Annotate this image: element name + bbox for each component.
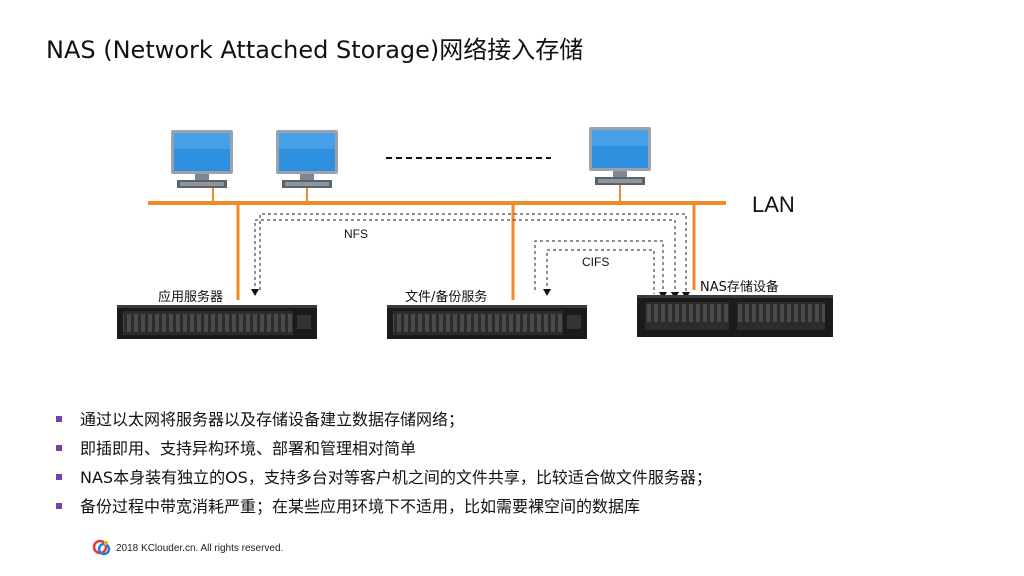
copyright-text: 2018 KClouder.cn. All rights reserved. xyxy=(116,542,284,554)
bullet-marker xyxy=(56,503,62,509)
nfs-path xyxy=(254,219,676,294)
kclouder-logo-icon xyxy=(92,539,111,556)
app-server-icon xyxy=(117,305,317,339)
nfs-label: NFS xyxy=(344,227,368,241)
nas-storage-icon xyxy=(637,295,833,337)
workstation-2-icon xyxy=(276,130,338,188)
bullet-item: 即插即用、支持异构环境、部署和管理相对简单 xyxy=(56,434,712,463)
cifs-label: CIFS xyxy=(582,255,609,269)
file-backup-server-label: 文件/备份服务 xyxy=(405,289,487,305)
workstation-3-icon xyxy=(589,127,651,185)
lan-label: LAN xyxy=(752,192,795,217)
bullet-item: 备份过程中带宽消耗严重；在某些应用环境下不适用，比如需要裸空间的数据库 xyxy=(56,492,712,521)
cifs-path xyxy=(546,249,655,294)
workstation-1-icon xyxy=(171,130,233,188)
slide-title: NAS (Network Attached Storage)网络接入存储 xyxy=(46,36,584,64)
file-backup-server-icon xyxy=(387,305,587,339)
nas-storage-label: NAS存储设备 xyxy=(700,279,779,295)
bullet-marker xyxy=(56,445,62,451)
bullet-marker xyxy=(56,416,62,422)
bullet-item: 通过以太网将服务器以及存储设备建立数据存储网络； xyxy=(56,405,712,434)
footer: 2018 KClouder.cn. All rights reserved. xyxy=(92,536,283,560)
bullet-item: NAS本身装有独立的OS，支持多台对等客户机之间的文件共享，比较适合做文件服务器… xyxy=(56,463,712,492)
feature-bullet-list: 通过以太网将服务器以及存储设备建立数据存储网络； 即插即用、支持异构环境、部署和… xyxy=(56,405,712,521)
app-server-label: 应用服务器 xyxy=(158,289,223,305)
bullet-marker xyxy=(56,474,62,480)
nas-topology-diagram: LAN NFS CIFS 应用服务器 文件/备份服务 N xyxy=(117,127,833,339)
